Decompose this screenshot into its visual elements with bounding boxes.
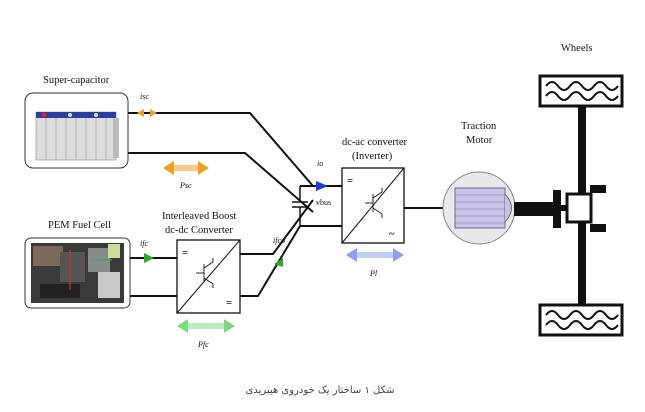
i-o-label: io bbox=[317, 159, 323, 168]
inverter: = ~ bbox=[341, 167, 405, 244]
inverter-out-symbol: ~ bbox=[389, 229, 395, 240]
motor-icon bbox=[442, 171, 516, 245]
boost-out-symbol: = bbox=[226, 298, 232, 309]
vbus-label: vbus bbox=[316, 198, 331, 207]
inverter-label-line2: (Inverter) bbox=[352, 151, 393, 162]
front-wheel-icon bbox=[538, 74, 624, 108]
p-l-label: Pl bbox=[369, 269, 378, 278]
wheels-label: Wheels bbox=[561, 43, 593, 54]
drive-axle bbox=[514, 104, 606, 306]
fuel-cell-label: PEM Fuel Cell bbox=[48, 220, 111, 231]
p-sc-label: Psc bbox=[179, 181, 192, 190]
boost-label-line1: Interleaved Boost bbox=[162, 211, 236, 222]
rear-wheel-icon bbox=[538, 303, 624, 337]
igbt-icon bbox=[365, 188, 383, 218]
i-fco-arrow-icon bbox=[274, 258, 283, 267]
igbt-icon bbox=[196, 258, 214, 288]
i-fc-label: ifc bbox=[140, 239, 148, 248]
supercap-label: Super-capacitor bbox=[43, 75, 110, 86]
p-sc-arrow-icon bbox=[163, 161, 209, 175]
i-sc-label: isc bbox=[140, 92, 149, 101]
boost-label-line2: dc-dc Converter bbox=[165, 225, 233, 236]
motor-label-line2: Motor bbox=[466, 135, 493, 146]
motor-label-line1: Traction bbox=[461, 121, 497, 132]
inverter-label-line1: dc-ac converter bbox=[342, 137, 407, 148]
i-fc-arrow-icon bbox=[144, 253, 154, 263]
supercapacitor-icon bbox=[24, 92, 129, 169]
i-o-arrow-icon bbox=[316, 181, 328, 191]
dc-link-capacitor bbox=[292, 186, 308, 226]
p-fc-arrow-icon bbox=[177, 319, 235, 333]
boost-in-symbol: = bbox=[182, 248, 188, 259]
p-fc-label: Pfc bbox=[197, 340, 209, 349]
boost-converter: = = bbox=[176, 239, 241, 314]
p-l-arrow-icon bbox=[346, 248, 404, 262]
inverter-in-symbol: = bbox=[347, 176, 353, 187]
figure-caption: شکل ۱ ساختار یک خودروی هیبریدی bbox=[246, 385, 395, 396]
i-sc-arrow-icon bbox=[137, 109, 157, 117]
i-fco-label: ifco bbox=[273, 236, 285, 245]
fuel-cell-icon bbox=[24, 237, 131, 309]
